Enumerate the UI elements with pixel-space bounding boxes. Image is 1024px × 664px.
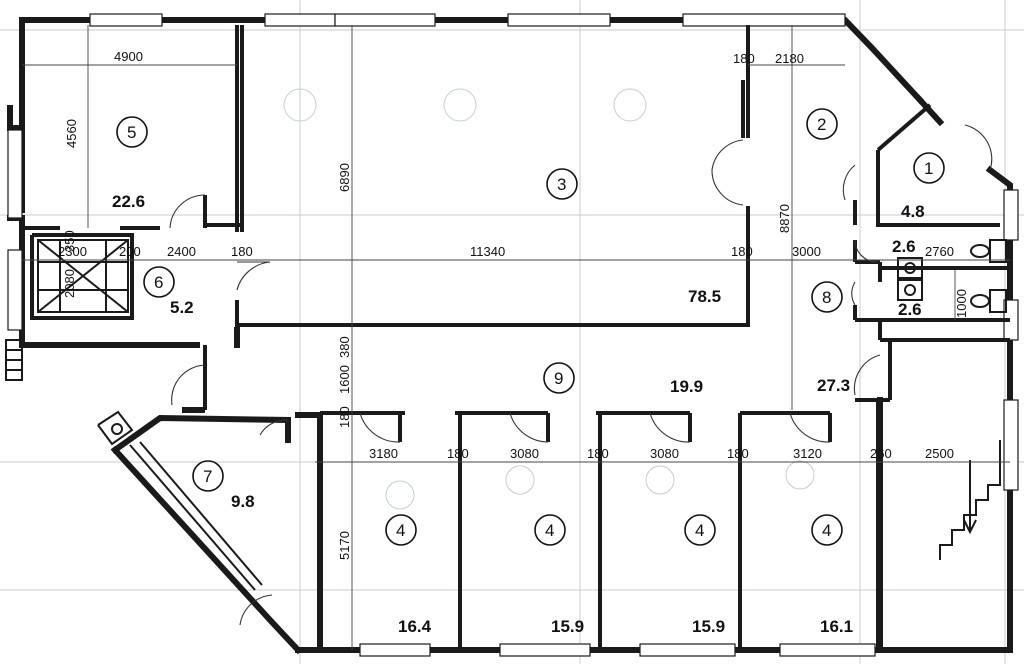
room-9-number: 9 [554, 369, 563, 388]
room-4c-area: 15.9 [692, 617, 725, 636]
windows [7, 13, 1019, 657]
dim-office2-width: 3080 [510, 446, 539, 461]
dim-hall-depth: 6890 [337, 163, 352, 192]
dim-2400: 2400 [167, 244, 196, 259]
dim-office4-width: 3120 [793, 446, 822, 461]
room-8-area-lower: 2.6 [898, 300, 922, 319]
doors [169, 124, 993, 626]
room-4a-number: 4 [396, 521, 405, 540]
dim-2760: 2760 [925, 244, 954, 259]
dim-corridor-1600: 1600 [337, 365, 352, 394]
room-4b-number: 4 [545, 521, 554, 540]
room-8-number: 8 [822, 288, 831, 307]
room-2-number: 2 [817, 115, 826, 134]
dim-corridor-380: 380 [337, 336, 352, 358]
dimension-lines [22, 25, 1010, 650]
room-5-number: 5 [127, 123, 136, 142]
room-7-number: 7 [203, 467, 212, 486]
room-3-number: 3 [557, 175, 566, 194]
dim-room2-wall: 180 [733, 51, 755, 66]
staircase [5, 339, 1001, 560]
dim-180-b: 180 [731, 244, 753, 259]
room-7-area: 9.8 [231, 492, 255, 511]
room-8-area-upper: 2.6 [892, 237, 916, 256]
dim-2300: 2300 [58, 244, 87, 259]
interior-walls [22, 25, 1010, 650]
room-4c-number: 4 [695, 521, 704, 540]
dim-wall-180-2: 180 [587, 446, 609, 461]
dim-room5-width: 4900 [114, 49, 143, 64]
dim-room5-depth: 4560 [64, 119, 79, 148]
room-1-number: 1 [924, 159, 933, 178]
dim-wc-width: 1000 [954, 289, 969, 318]
room-3-area: 78.5 [688, 287, 721, 306]
dim-3000: 3000 [792, 244, 821, 259]
room-6-number: 6 [154, 273, 163, 292]
room-6-area: 5.2 [170, 298, 194, 317]
room-4a-area: 16.4 [398, 617, 432, 636]
dim-200: 200 [119, 244, 141, 259]
dim-room2-depth: 8870 [777, 204, 792, 233]
dim-office3-width: 3080 [650, 446, 679, 461]
dim-hall-width: 11340 [470, 244, 505, 259]
room-4d-area: 16.1 [820, 617, 853, 636]
dim-stair-width: 2500 [925, 446, 954, 461]
entrance-details [97, 410, 263, 591]
room-2-area: 27.3 [817, 376, 850, 395]
dim-wall-180-3: 180 [727, 446, 749, 461]
dim-office-depth: 5170 [337, 531, 352, 560]
room-markers: 5 3 2 1 6 8 9 7 4 4 4 4 [116, 108, 945, 546]
dim-office1-width: 3180 [369, 446, 398, 461]
dim-room6-offset: 350 [62, 230, 77, 252]
room-9-area: 19.9 [670, 377, 703, 396]
dim-room2-width: 2180 [775, 51, 804, 66]
room-4d-number: 4 [822, 521, 831, 540]
sanitary-fixtures [897, 239, 1007, 313]
room-5-area: 22.6 [112, 192, 145, 211]
elevator-shaft [37, 239, 129, 313]
dim-room6-depth: 2080 [62, 269, 77, 298]
dim-260: 260 [870, 446, 892, 461]
room-4b-area: 15.9 [551, 617, 584, 636]
dim-wall-180-1: 180 [447, 446, 469, 461]
room-areas: 22.6 78.5 27.3 4.8 5.2 2.6 2.6 19.9 9.8 … [112, 192, 925, 636]
dimension-labels: 4900 4560 6890 180 2180 8870 350 2080 23… [58, 49, 969, 560]
dim-corridor-180: 180 [337, 406, 352, 428]
dim-180-a: 180 [231, 244, 253, 259]
room-1-area: 4.8 [901, 202, 925, 221]
